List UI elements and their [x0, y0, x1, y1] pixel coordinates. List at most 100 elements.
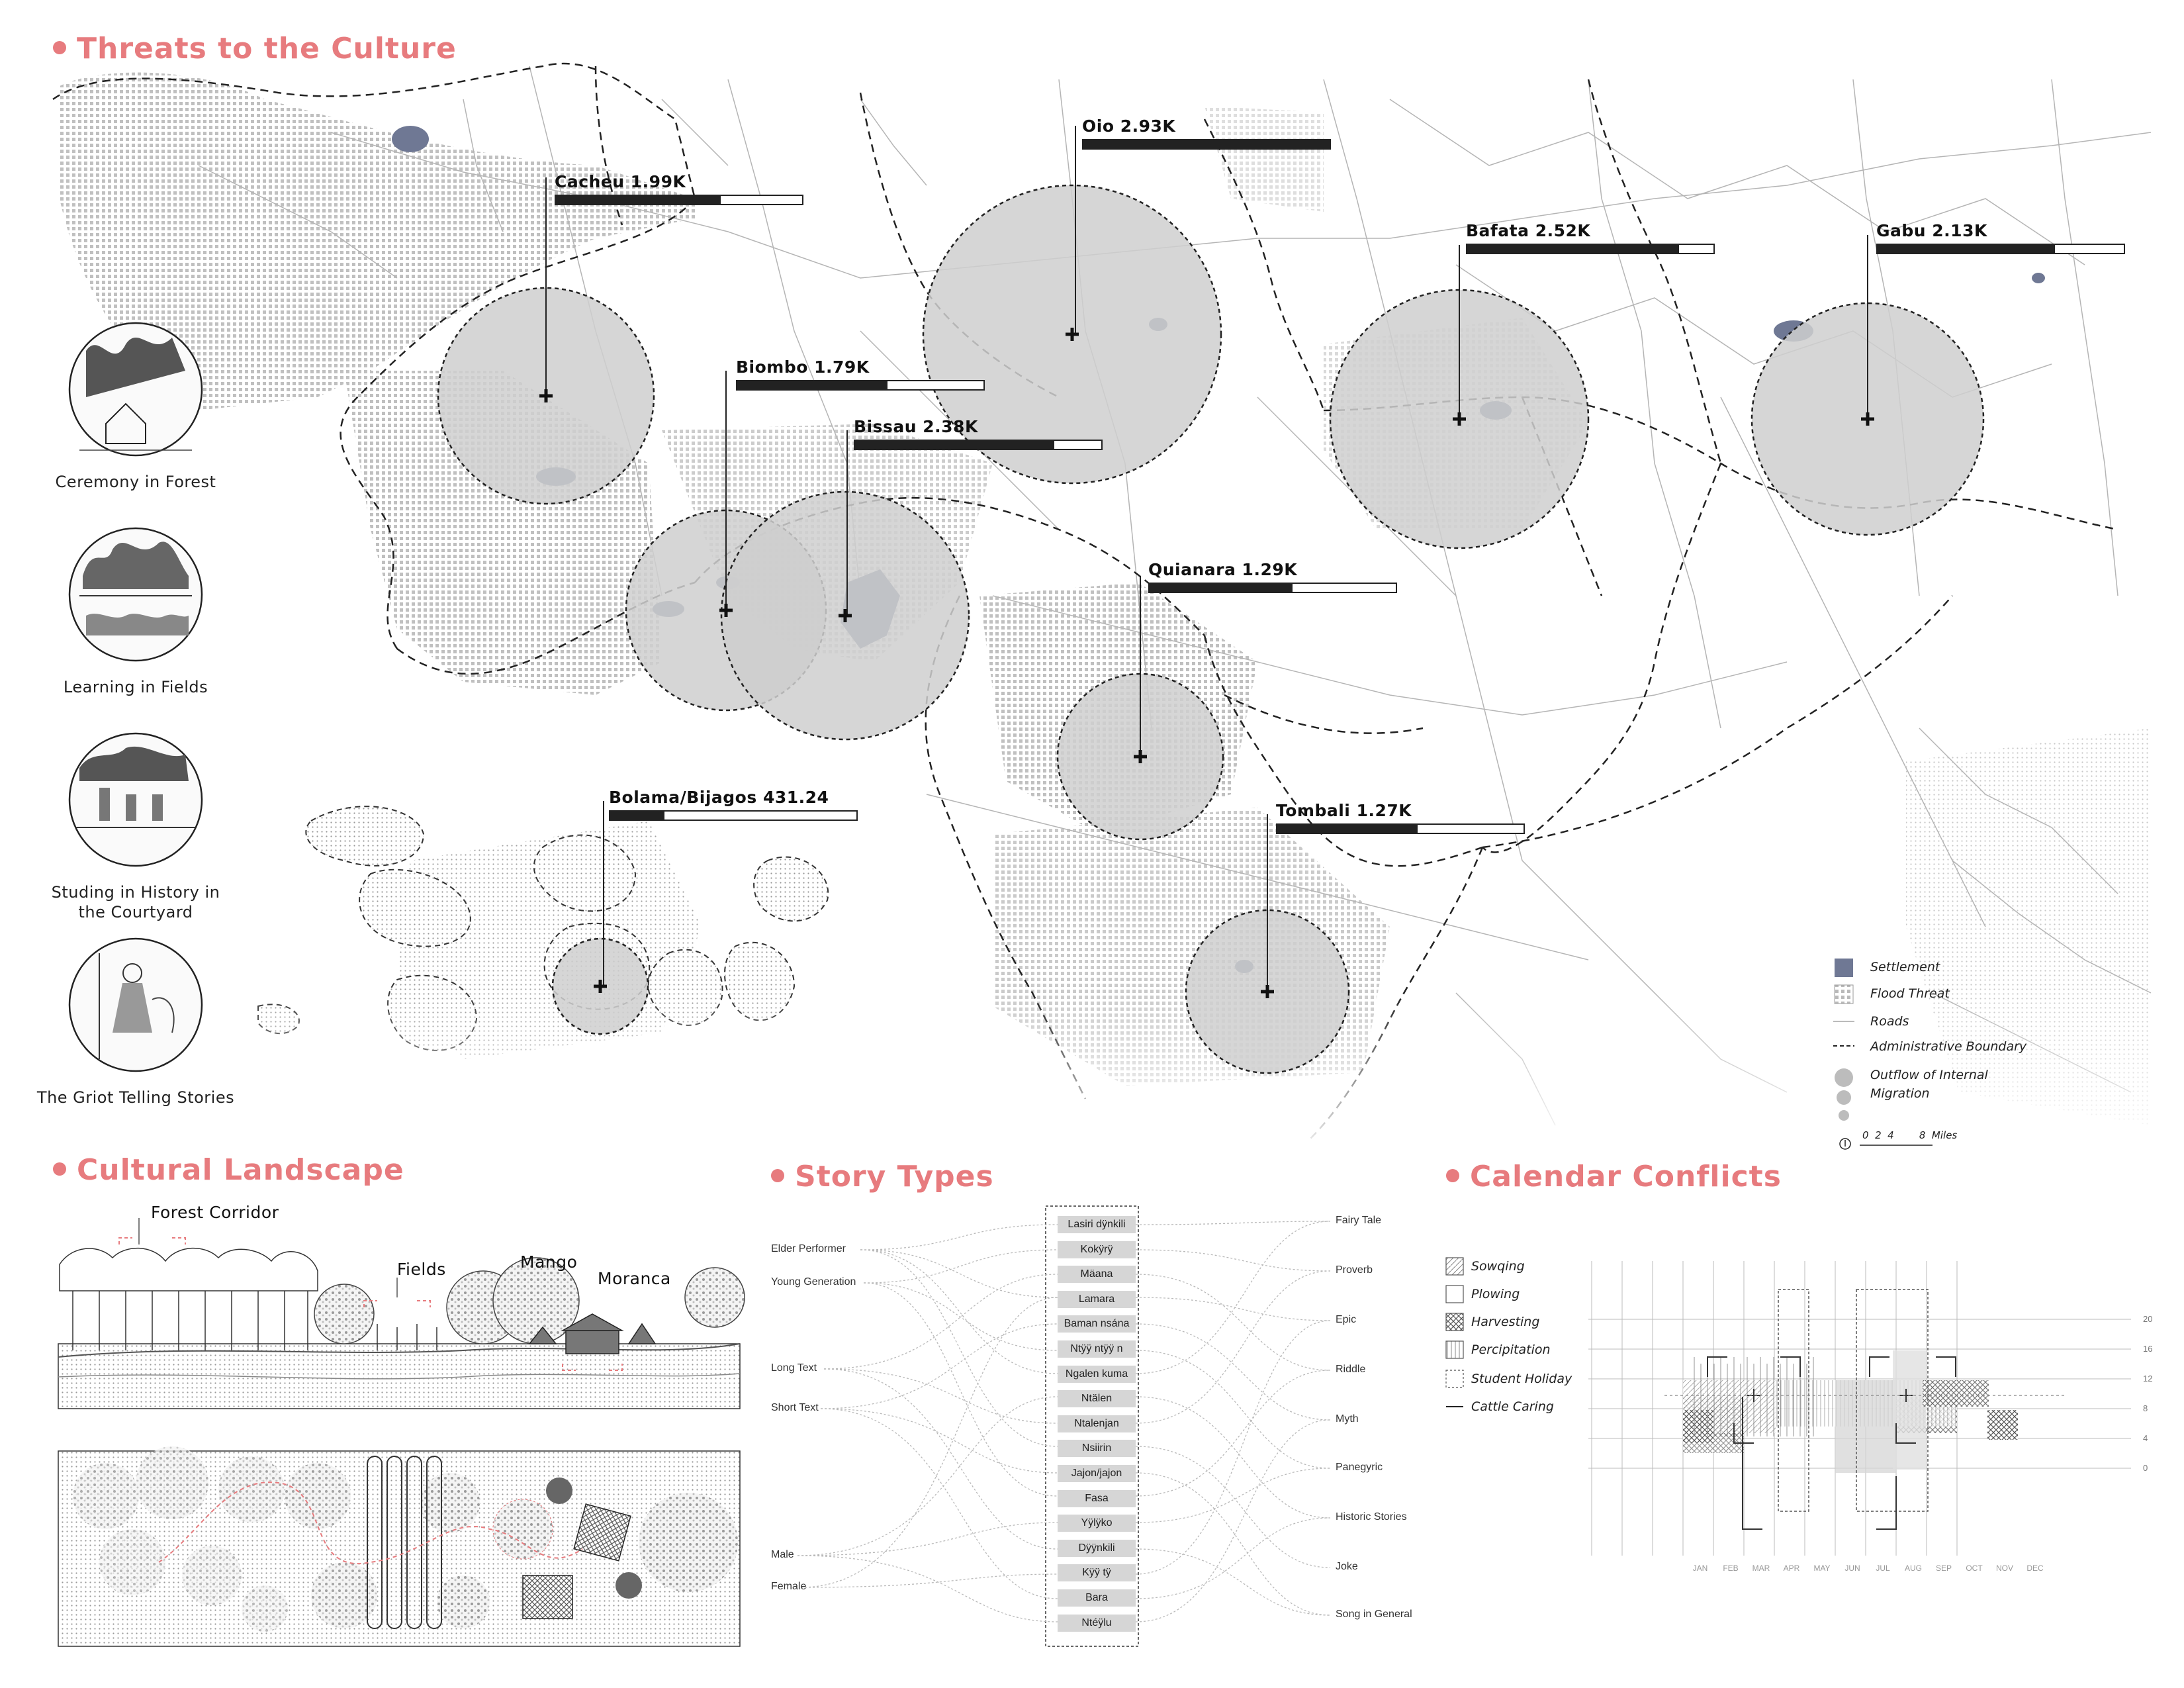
city-ratio-fill: [1277, 825, 1418, 833]
red-markers: [118, 1237, 623, 1371]
story-type-chip: Mäana: [1058, 1266, 1136, 1284]
city-markers: [539, 328, 1874, 998]
story-type-chip: Ngalen kuma: [1058, 1365, 1136, 1383]
story-source-label: Male: [771, 1549, 794, 1560]
calendar-month-label: APR: [1783, 1564, 1800, 1573]
city-ratio-bar: [609, 810, 858, 821]
city-label: Gabu 2.13K: [1876, 221, 1987, 240]
cal-legend-plowing: Plowing: [1471, 1287, 1520, 1301]
title-bullet-icon: [53, 1162, 66, 1176]
story-genre-label: Myth: [1336, 1413, 1359, 1425]
legend-scale: 0 2 4 8 Miles: [1862, 1129, 1958, 1141]
calendar-chart: [1445, 1257, 2131, 1556]
calendar-month-label: JAN: [1692, 1564, 1708, 1573]
city-ratio-bar: [736, 380, 985, 391]
city-label: Oio 2.93K: [1082, 117, 1176, 136]
story-source-label: Elder Performer: [771, 1243, 846, 1254]
calendar-month-label: FEB: [1723, 1564, 1739, 1573]
cal-legend-harvesting: Harvesting: [1471, 1315, 1540, 1329]
vignette-label-history: Studing in History in the Courtyard: [51, 883, 220, 921]
calendar-month-label: NOV: [1995, 1564, 2013, 1573]
calendar-month-label: MAR: [1752, 1564, 1770, 1573]
calendar-month-label: JUN: [1844, 1564, 1860, 1573]
calendar-y-tick: 16: [2143, 1344, 2153, 1354]
story-source-label: Short Text: [771, 1402, 819, 1413]
calendar-month-label: AUG: [1904, 1564, 1922, 1573]
story-type-chip: Bara: [1058, 1589, 1136, 1607]
city-label: Tombali 1.27K: [1276, 801, 1412, 820]
story-source-label: Young Generation: [771, 1276, 856, 1288]
vignette-ceremony-in-forest: [68, 322, 203, 457]
story-genre-label: Epic: [1336, 1314, 1357, 1325]
city-label: Biombo 1.79K: [736, 357, 870, 377]
story-type-chip: Ntälen: [1058, 1390, 1136, 1408]
calendar-y-tick: 8: [2143, 1403, 2148, 1413]
story-type-chip: Ntalenjan: [1058, 1415, 1136, 1432]
story-type-chip: Dÿÿnkili: [1058, 1539, 1136, 1557]
story-source-label: Female: [771, 1581, 807, 1592]
city-ratio-fill: [1467, 245, 1679, 253]
calendar-legend-swatches: [1445, 1257, 1464, 1407]
city-ratio-fill: [737, 381, 887, 389]
calendar-title: Calendar Conflicts: [1446, 1160, 1782, 1194]
label-mango: Mango: [520, 1252, 578, 1272]
city-ratio-bar: [1148, 583, 1397, 593]
vignette-label-griot: The Griot Telling Stories: [36, 1088, 235, 1107]
legend-roads: Roads: [1870, 1014, 1909, 1029]
city-ratio-fill: [1150, 584, 1293, 592]
city-ratio-bar: [1876, 244, 2125, 254]
vignette-griot-telling-stories: [68, 937, 203, 1072]
label-moranca: Moranca: [598, 1269, 671, 1288]
vignette-history-courtyard: [68, 732, 203, 867]
city-label: Quianara 1.29K: [1148, 560, 1298, 579]
story-type-chip: Kokÿrÿ: [1058, 1241, 1136, 1258]
city-label: Bolama/Bijagos 431.24: [609, 788, 829, 807]
story-genre-label: Riddle: [1336, 1364, 1366, 1375]
stories-title: Story Types: [771, 1160, 994, 1194]
calendar-y-tick: 0: [2143, 1463, 2148, 1473]
label-forest-corridor: Forest Corridor: [151, 1203, 279, 1222]
city-ratio-fill: [610, 812, 664, 820]
story-type-chip: Jajon/jajon: [1058, 1465, 1136, 1482]
city-label: Cacheu 1.99K: [555, 172, 686, 191]
calendar-month-label: SEP: [1935, 1564, 1952, 1573]
title-bullet-icon: [53, 41, 66, 54]
forest-trees: [59, 1247, 318, 1350]
story-genre-label: Proverb: [1336, 1264, 1373, 1276]
city-ratio-fill: [855, 441, 1055, 449]
map-legend-symbols: [1833, 959, 1933, 1150]
story-type-chip: Nsiirin: [1058, 1440, 1136, 1458]
legend-settlement: Settlement: [1870, 960, 1940, 974]
city-ratio-bar: [555, 195, 803, 205]
moranca-huts: [528, 1313, 657, 1354]
city-ratio-fill: [1878, 245, 2055, 253]
story-type-chip: Kÿÿ tÿ: [1058, 1564, 1136, 1582]
legend-outflow: Outflow of Internal Migration: [1870, 1068, 1988, 1101]
story-genre-label: Panegyric: [1336, 1462, 1383, 1473]
vignettes: [68, 322, 203, 1072]
cal-legend-student-holiday: Student Holiday: [1471, 1372, 1572, 1386]
cal-legend-precipitation: Percipitation: [1471, 1342, 1551, 1357]
story-type-chip: Fasa: [1058, 1489, 1136, 1507]
cal-legend-cattle: Cattle Caring: [1471, 1399, 1554, 1414]
story-type-chip: Baman nsána: [1058, 1315, 1136, 1333]
story-genre-label: Fairy Tale: [1336, 1215, 1382, 1226]
vignette-learning-in-fields: [68, 527, 203, 662]
legend-admin: Administrative Boundary: [1870, 1039, 2027, 1054]
field-crops: [377, 1324, 437, 1350]
landscape-title: Cultural Landscape: [53, 1153, 404, 1187]
cal-legend-sowing: Sowqing: [1471, 1259, 1525, 1274]
calendar-y-tick: 12: [2143, 1374, 2153, 1383]
calendar-y-tick: 4: [2143, 1433, 2148, 1443]
city-label: Bissau 2.38K: [854, 417, 978, 436]
landscape-section: [58, 1218, 745, 1409]
vignette-label-learning: Learning in Fields: [63, 678, 208, 696]
city-ratio-bar: [854, 440, 1103, 450]
label-fields: Fields: [397, 1260, 446, 1279]
landscape-plan: [58, 1446, 741, 1647]
story-genre-label: Joke: [1336, 1561, 1358, 1572]
city-leader-lines: [545, 126, 1868, 992]
story-source-label: Long Text: [771, 1362, 817, 1374]
title-bullet-icon: [1446, 1169, 1459, 1182]
